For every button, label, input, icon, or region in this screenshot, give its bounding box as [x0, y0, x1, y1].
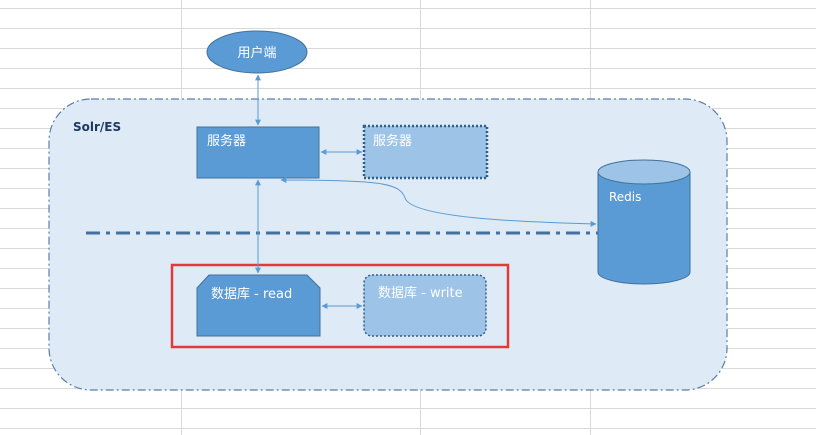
db-read-node [196, 274, 321, 337]
cache-node [597, 159, 691, 285]
db-write-label: 数据库 - write [378, 285, 463, 301]
server-replica-node [362, 124, 489, 180]
client-node [206, 30, 308, 74]
container-label: Solr/ES [73, 120, 121, 134]
database-highlight-box [170, 263, 510, 349]
server-cache-connector [280, 177, 597, 227]
server-replica-label: 服务器 [373, 133, 412, 149]
server-main-node [196, 126, 320, 179]
db-read-label: 数据库 - read [211, 286, 292, 302]
client-label: 用户端 [237, 45, 276, 61]
cache-label: Redis [609, 190, 641, 204]
server-main-label: 服务器 [207, 133, 246, 149]
db-write-node [363, 274, 487, 337]
